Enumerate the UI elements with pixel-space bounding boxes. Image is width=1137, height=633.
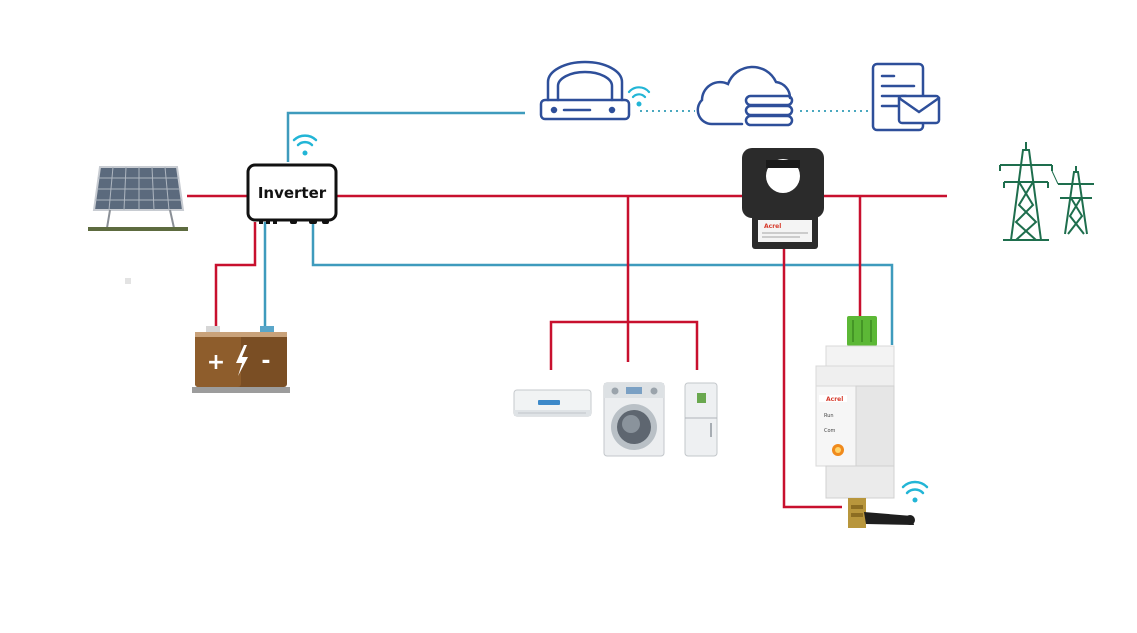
power-tower-icon (999, 142, 1094, 241)
battery-icon: + - (192, 326, 290, 393)
inverter-icon[interactable]: Inverter (246, 163, 338, 224)
power-line-load-branch (549, 320, 699, 370)
cloud-server-icon (696, 65, 794, 127)
antenna-icon (864, 512, 915, 525)
meter-wifi-icon (901, 480, 929, 503)
din-rail-meter-icon: Acrel Run Com (815, 316, 895, 528)
power-line-inverter-battery (214, 222, 257, 328)
ct-brand-label: Acrel (764, 223, 781, 230)
battery-bolt-symbol (236, 345, 248, 376)
comm-line-inverter-to-router (286, 111, 525, 162)
solar-panel-icon (88, 166, 188, 231)
communication-lines (263, 111, 894, 345)
battery-plus-symbol: + (207, 350, 225, 375)
document-mail-icon (871, 62, 941, 132)
meter-brand-label: Acrel (826, 396, 843, 403)
power-lines (187, 194, 947, 509)
meter-led-run-label: Run (824, 413, 834, 419)
comm-line-inverter-to-meter (311, 222, 894, 345)
battery-minus-symbol: - (261, 349, 270, 374)
current-transformer-icon: Acrel (742, 148, 824, 249)
power-line-ct-to-meter (782, 245, 842, 509)
air-conditioner-icon (513, 389, 592, 417)
router-wifi-icon (627, 86, 651, 107)
washing-machine-icon (603, 382, 665, 457)
refrigerator-icon (684, 382, 718, 457)
router-icon (539, 60, 631, 121)
speck (125, 278, 131, 284)
wifi-icon (292, 134, 318, 156)
inverter-label: Inverter (258, 184, 327, 202)
meter-led-com-label: Com (824, 428, 836, 434)
